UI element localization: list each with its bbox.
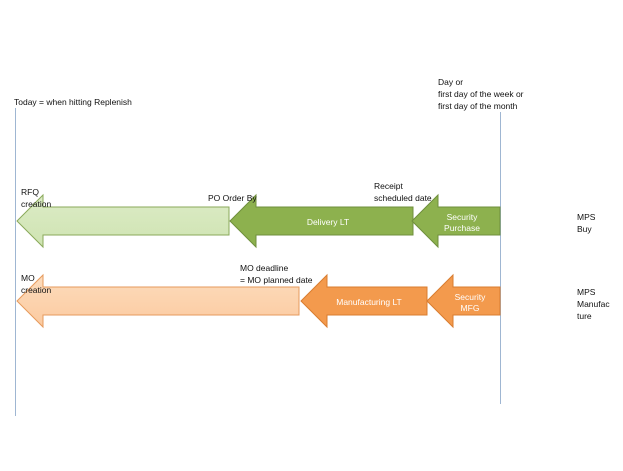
- rfq-creation-label-1: RFQ: [21, 187, 39, 197]
- mo-creation-arrow: [16, 273, 300, 329]
- period-label-1: Day or: [438, 77, 464, 87]
- mps-manufacture-label-3: ture: [577, 311, 592, 321]
- receipt-label-2: scheduled date: [374, 193, 432, 203]
- rfq-creation-label-2: creation: [21, 199, 52, 209]
- mps-buy-label-1: MPS: [577, 212, 596, 222]
- manufacturing-lt-label: Manufacturing LT: [336, 297, 402, 307]
- mps-buy-label-2: Buy: [577, 224, 592, 234]
- mps-manufacture-label-2: Manufac: [577, 299, 610, 309]
- delivery-lt-label: Delivery LT: [307, 217, 349, 227]
- mo-deadline-label-1: MO deadline: [240, 263, 289, 273]
- security-mfg-label-1: Security: [455, 292, 486, 302]
- security-purchase-label-2: Purchase: [444, 223, 480, 233]
- manufacturing-lt-arrow: [300, 273, 428, 329]
- receipt-label-1: Receipt: [374, 181, 403, 191]
- mo-deadline-label-2: = MO planned date: [240, 275, 313, 285]
- security-purchase-label-1: Security: [447, 212, 478, 222]
- delivery-lt-arrow: [229, 193, 414, 249]
- today-label: Today = when hitting Replenish: [14, 97, 132, 107]
- mo-creation-label-1: MO: [21, 273, 35, 283]
- security-mfg-label-2: MFG: [461, 303, 480, 313]
- mo-creation-label-2: creation: [21, 285, 52, 295]
- security-purchase-arrow: [411, 193, 501, 249]
- period-label-3: first day of the month: [438, 101, 518, 111]
- period-timeline: [500, 112, 501, 404]
- security-mfg-arrow: [426, 273, 501, 329]
- rfq-creation-arrow: [16, 193, 230, 249]
- period-label-2: first day of the week or: [438, 89, 524, 99]
- po-order-by-label: PO Order By: [208, 193, 257, 203]
- mps-manufacture-label-1: MPS: [577, 287, 596, 297]
- today-timeline: [15, 108, 16, 416]
